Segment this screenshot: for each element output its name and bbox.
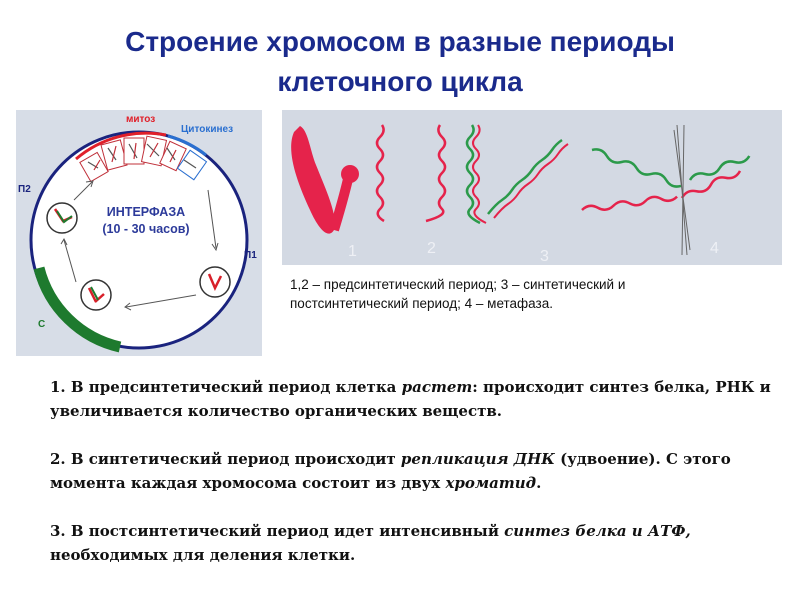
cell-cycle-svg: ИНТЕРФАЗА (10 - 30 часов) митоз Цитокине… [18,114,257,353]
note-2: 2. В синтетический период происходит реп… [50,450,731,492]
chromosome-3 [465,124,569,225]
figure-caption: 1,2 – предсинтетический период; 3 – синт… [290,275,785,313]
mitosis-label: митоз [126,114,155,125]
number-1: 1 [348,243,357,260]
note-3-emphasis: синтез белка и АТФ, [504,522,691,540]
note-3: 3. В постсинтетический период идет интен… [50,522,691,564]
note-2-emphasis-2: хроматид [445,474,537,492]
notes-text: 1. В предсинтетический период клетка рас… [50,375,790,591]
chromosome-svg: 1 2 3 4 [291,124,751,265]
duration-label: (10 - 30 часов) [102,222,189,236]
g2-label: П2 [18,184,31,195]
number-4: 4 [710,240,719,257]
note-1: 1. В предсинтетический период клетка рас… [50,378,771,420]
chromosome-figure: 1 2 3 4 [282,110,782,265]
g1-cell [199,266,231,298]
number-2: 2 [427,240,436,257]
g2-cell [46,202,78,234]
page-title: Строение хромосом в разные периоды клето… [0,22,800,102]
mitosis-cells [79,135,208,183]
cytokinesis-label: Цитокинез [181,124,233,135]
note-2-emphasis-1: репликация ДНК [400,450,555,468]
cell-cycle-diagram: ИНТЕРФАЗА (10 - 30 часов) митоз Цитокине… [16,110,262,356]
g1-label: П1 [244,250,257,261]
number-3: 3 [540,248,549,265]
mitosis-arc [75,131,167,161]
title-line-1: Строение хромосом в разные периоды [125,26,675,57]
caption-line-1: 1,2 – предсинтетический период; 3 – синт… [290,277,626,292]
chromosome-1 [291,126,359,234]
chromosome-4 [581,124,751,256]
cytokinesis-arc [167,134,207,157]
caption-line-2: постсинтетический период; 4 – метафаза. [290,296,553,311]
title-line-2: клеточного цикла [277,66,523,97]
s-phase-band [33,266,122,353]
interphase-label: ИНТЕРФАЗА [107,205,185,219]
cycle-arrows [60,180,219,311]
s-cell [80,279,112,311]
chromosome-2 [375,124,447,223]
note-1-emphasis: растет [401,378,473,396]
s-label: С [38,319,45,330]
